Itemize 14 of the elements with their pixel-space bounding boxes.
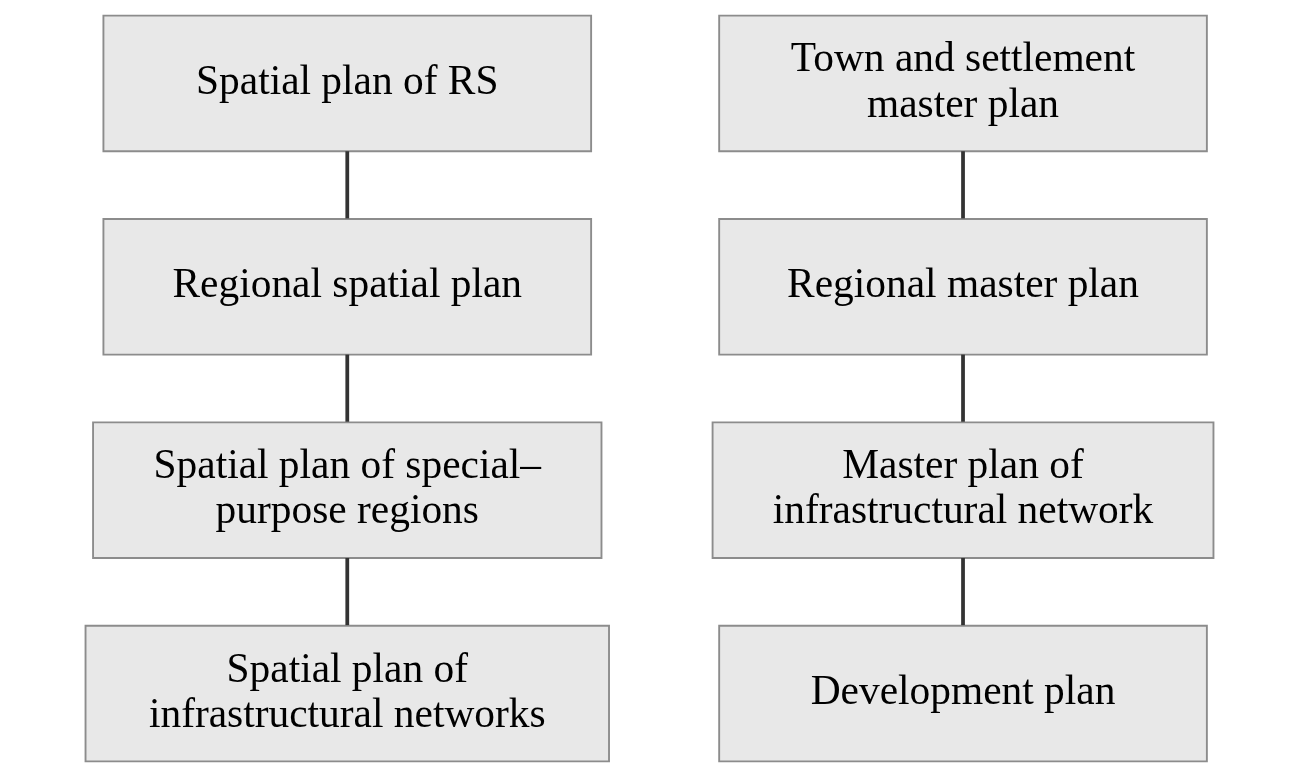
node-box: Regional master plan: [717, 218, 1208, 356]
node-box: Town and settlement master plan: [717, 14, 1208, 153]
connector: [344, 354, 349, 422]
node-box: Development plan: [717, 624, 1208, 763]
node-box: Master plan of infrastructural network: [711, 421, 1214, 559]
node-box: Spatial plan of RS: [102, 14, 592, 153]
connector: [344, 151, 349, 219]
connector: [344, 557, 349, 626]
connector: [960, 151, 965, 219]
node-box: Regional spatial plan: [102, 218, 592, 356]
connector: [960, 354, 965, 422]
connector: [960, 557, 965, 626]
node-box: Spatial plan of special– purpose regions: [91, 421, 602, 559]
node-box: Spatial plan of infrastructural networks: [84, 624, 610, 763]
